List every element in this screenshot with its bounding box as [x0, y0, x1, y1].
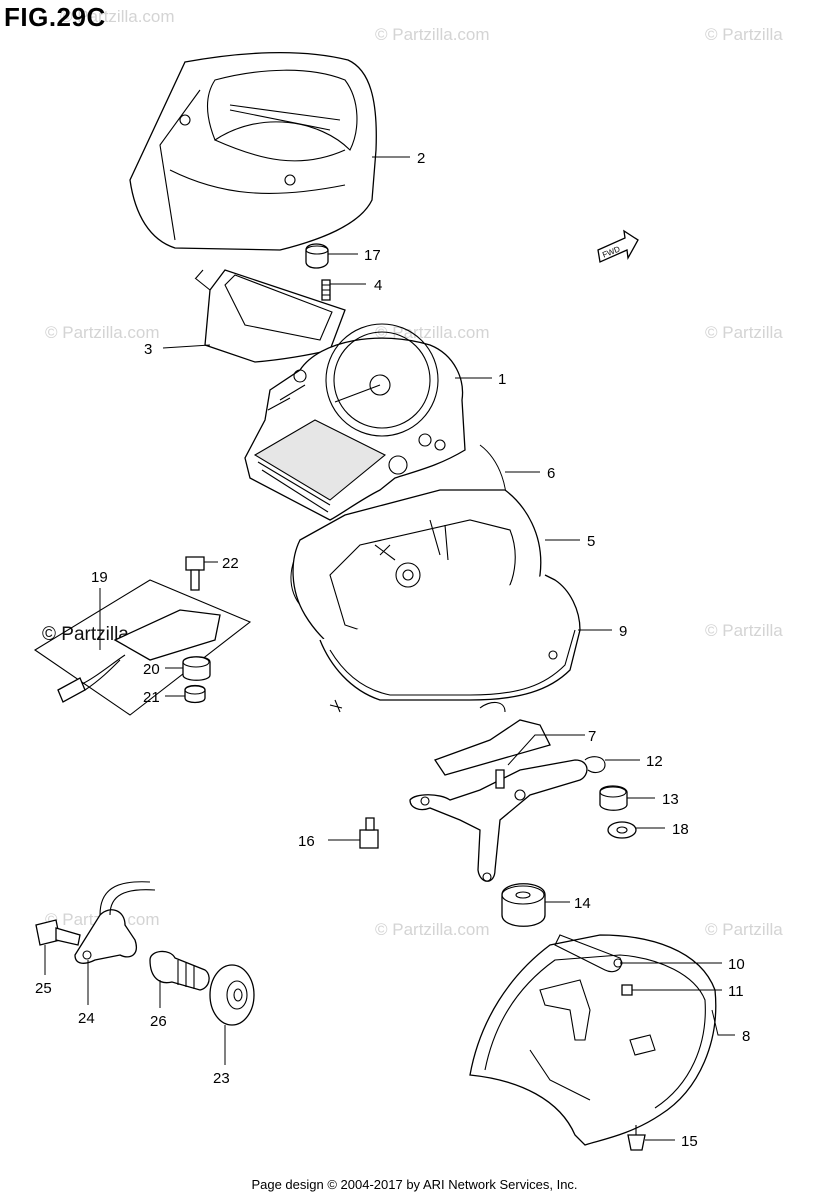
callout-15[interactable]: 15 — [681, 1133, 698, 1150]
part-14-damper[interactable] — [501, 883, 546, 927]
part-23-washer[interactable] — [209, 964, 255, 1026]
part-20-grommet[interactable] — [182, 656, 211, 681]
callout-1[interactable]: 1 — [498, 371, 506, 388]
part-2-meter-cover[interactable] — [129, 51, 377, 251]
callout-9[interactable]: 9 — [619, 623, 627, 640]
part-24-sensor[interactable] — [74, 881, 156, 964]
part-26-spacer[interactable] — [149, 950, 210, 991]
callout-16[interactable]: 16 — [298, 833, 315, 850]
part-1-meter-assembly[interactable] — [244, 323, 466, 521]
part-25-bolt[interactable] — [35, 919, 81, 946]
watermark: © Partzilla.com — [375, 920, 490, 939]
callout-26[interactable]: 26 — [150, 1013, 167, 1030]
callout-20[interactable]: 20 — [143, 661, 160, 678]
figure-title: FIG.29C — [4, 2, 106, 32]
callout-3[interactable]: 3 — [144, 341, 152, 358]
part-16-bolt[interactable] — [359, 817, 379, 849]
watermark: © Partzilla — [705, 621, 783, 640]
watermark: © Partzilla.com — [375, 25, 490, 44]
callout-24[interactable]: 24 — [78, 1010, 95, 1027]
part-12-clip[interactable] — [584, 756, 606, 774]
callout-6[interactable]: 6 — [547, 465, 555, 482]
part-22-screw[interactable] — [185, 556, 205, 591]
callout-12[interactable]: 12 — [646, 753, 663, 770]
callout-13[interactable]: 13 — [662, 791, 679, 808]
callouts: 2 17 4 3 1 6 5 9 7 12 13 18 16 14 10 11 … — [35, 150, 750, 1150]
part-7-bracket[interactable] — [434, 701, 551, 776]
callout-5[interactable]: 5 — [587, 533, 595, 550]
callout-10[interactable]: 10 — [728, 956, 745, 973]
part-18-collar[interactable] — [607, 821, 637, 839]
callout-4[interactable]: 4 — [374, 277, 382, 294]
callout-25[interactable]: 25 — [35, 980, 52, 997]
callout-14[interactable]: 14 — [574, 895, 591, 912]
callout-8[interactable]: 8 — [742, 1028, 750, 1045]
part-9-cover[interactable] — [319, 574, 581, 713]
part-19-kit[interactable] — [33, 579, 252, 716]
part-21-collar[interactable] — [184, 684, 206, 704]
callout-7[interactable]: 7 — [588, 728, 596, 745]
part-17-grommet[interactable] — [305, 243, 329, 269]
callout-22[interactable]: 22 — [222, 555, 239, 572]
watermark: © Partzilla.com — [45, 323, 160, 342]
callout-2[interactable]: 2 — [417, 150, 425, 167]
watermark: © Partzilla — [705, 25, 783, 44]
callout-18[interactable]: 18 — [672, 821, 689, 838]
callout-23[interactable]: 23 — [213, 1070, 230, 1087]
part-8-lower-cover[interactable] — [469, 934, 717, 1146]
watermark: © Partzilla.com — [60, 7, 175, 26]
watermark: © Partzilla — [705, 920, 783, 939]
fwd-arrow-icon: FWD — [597, 229, 639, 263]
part-11-screw[interactable] — [621, 984, 633, 996]
watermark: © Partzilla — [705, 323, 783, 342]
stay-bracket[interactable] — [409, 759, 588, 882]
part-13-grommet[interactable] — [599, 785, 628, 811]
callout-11[interactable]: 11 — [728, 983, 744, 1000]
leader-lines — [44, 156, 735, 1141]
footer-copyright: Page design © 2004-2017 by ARI Network S… — [251, 1177, 578, 1192]
part-4-screw[interactable] — [321, 279, 331, 301]
part-15-rivet[interactable] — [627, 1125, 646, 1151]
callout-17[interactable]: 17 — [364, 247, 381, 264]
callout-21[interactable]: 21 — [143, 689, 160, 706]
part-3-lens[interactable] — [194, 269, 346, 363]
callout-19[interactable]: 19 — [91, 569, 108, 586]
